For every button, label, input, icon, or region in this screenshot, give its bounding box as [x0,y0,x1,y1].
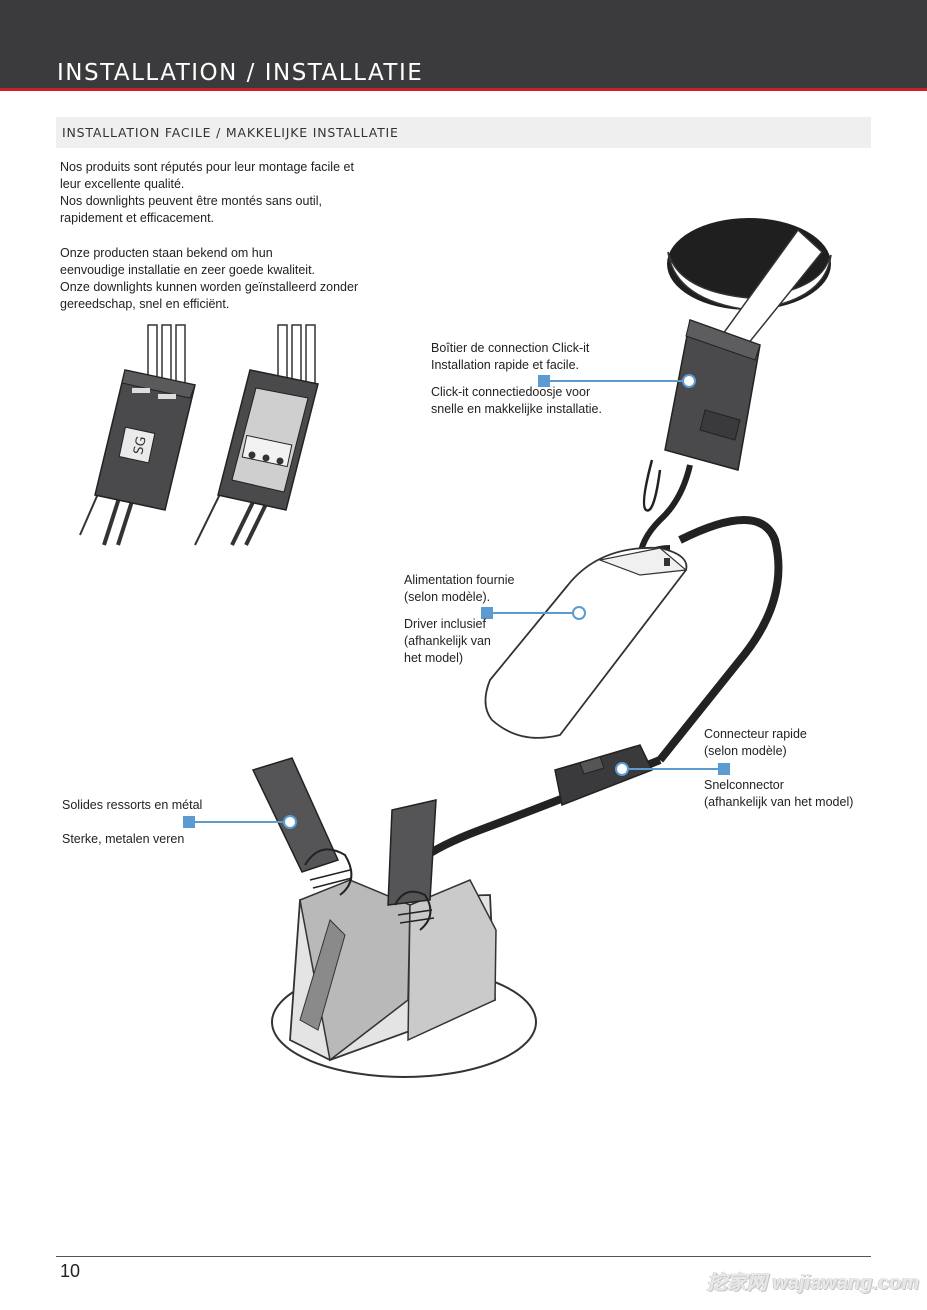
callout-leader-springs [183,815,297,829]
section-heading-band: INSTALLATION FACILE / MAKKELIJKE INSTALL… [56,117,871,148]
intro-paragraph-fr: Nos produits sont réputés pour leur mont… [60,159,400,227]
page-title: INSTALLATION / INSTALLATIE [57,60,424,86]
intro-line: Onze downlights kunnen worden geïnstalle… [60,280,359,294]
callout-line: Alimentation fournie [404,573,515,587]
callout-line: Driver inclusief [404,617,486,631]
callout-line: Solides ressorts en métal [62,798,203,812]
callout-line: Snelconnector [704,778,784,792]
callout-leader-connection-box [538,374,696,388]
svg-text:SG: SG [131,435,149,456]
intro-line: Onze producten staan bekend om hun [60,246,273,260]
click-it-box-open-illustration [194,324,319,546]
section-title: INSTALLATION FACILE / MAKKELIJKE INSTALL… [62,125,399,140]
quick-connector-illustration [417,744,662,864]
callout-line: Installation rapide et facile. [431,358,580,372]
intro-line: gereedschap, snel en efficiënt. [60,297,230,311]
connection-box-illustration [637,318,761,563]
watermark: 挖家网 wajiawang.com [707,1272,920,1294]
callout-line: Connecteur rapide [704,727,807,741]
callout-leader-driver [481,606,586,620]
downlight-illustration [251,757,537,1078]
page-header [0,0,927,88]
intro-line: rapidement et efficacement. [60,211,215,225]
page-number: 10 [60,1261,81,1281]
click-it-box-closed-illustration: SG [79,324,196,546]
intro-paragraph-nl: Onze producten staan bekend om hun eenvo… [60,245,400,313]
intro-line: eenvoudige installatie en zeer goede kwa… [60,263,316,277]
callout-springs: Solides ressorts en métal Sterke, metale… [62,797,202,848]
callout-line: het model) [404,651,464,665]
ceiling-cutout-illustration [667,218,832,362]
callout-line: (afhankelijk van het model) [704,795,854,809]
callout-line: (selon modèle) [704,744,787,758]
intro-line: Nos produits sont réputés pour leur mont… [60,160,354,174]
callout-line: Sterke, metalen veren [62,832,185,846]
callout-quick-connector: Connecteur rapide (selon modèle) Snelcon… [704,726,853,811]
callout-line: snelle en makkelijke installatie. [431,402,602,416]
callout-connection-box: Boîtier de connection Click-it Installat… [431,340,602,418]
driver-illustration [484,516,783,763]
intro-line: leur excellente qualité. [60,177,185,191]
callout-line: Click-it connectiedoosje voor [431,385,591,399]
callout-driver: Alimentation fournie (selon modèle). Dri… [404,572,514,667]
intro-line: Nos downlights peuvent être montés sans … [60,194,322,208]
callout-line: Boîtier de connection Click-it [431,341,590,355]
footer-rule [56,1256,871,1257]
callout-line: (selon modèle). [404,590,491,604]
header-red-rule [0,88,927,91]
callout-line: (afhankelijk van [404,634,491,648]
callout-leader-quick-connector [615,762,730,776]
